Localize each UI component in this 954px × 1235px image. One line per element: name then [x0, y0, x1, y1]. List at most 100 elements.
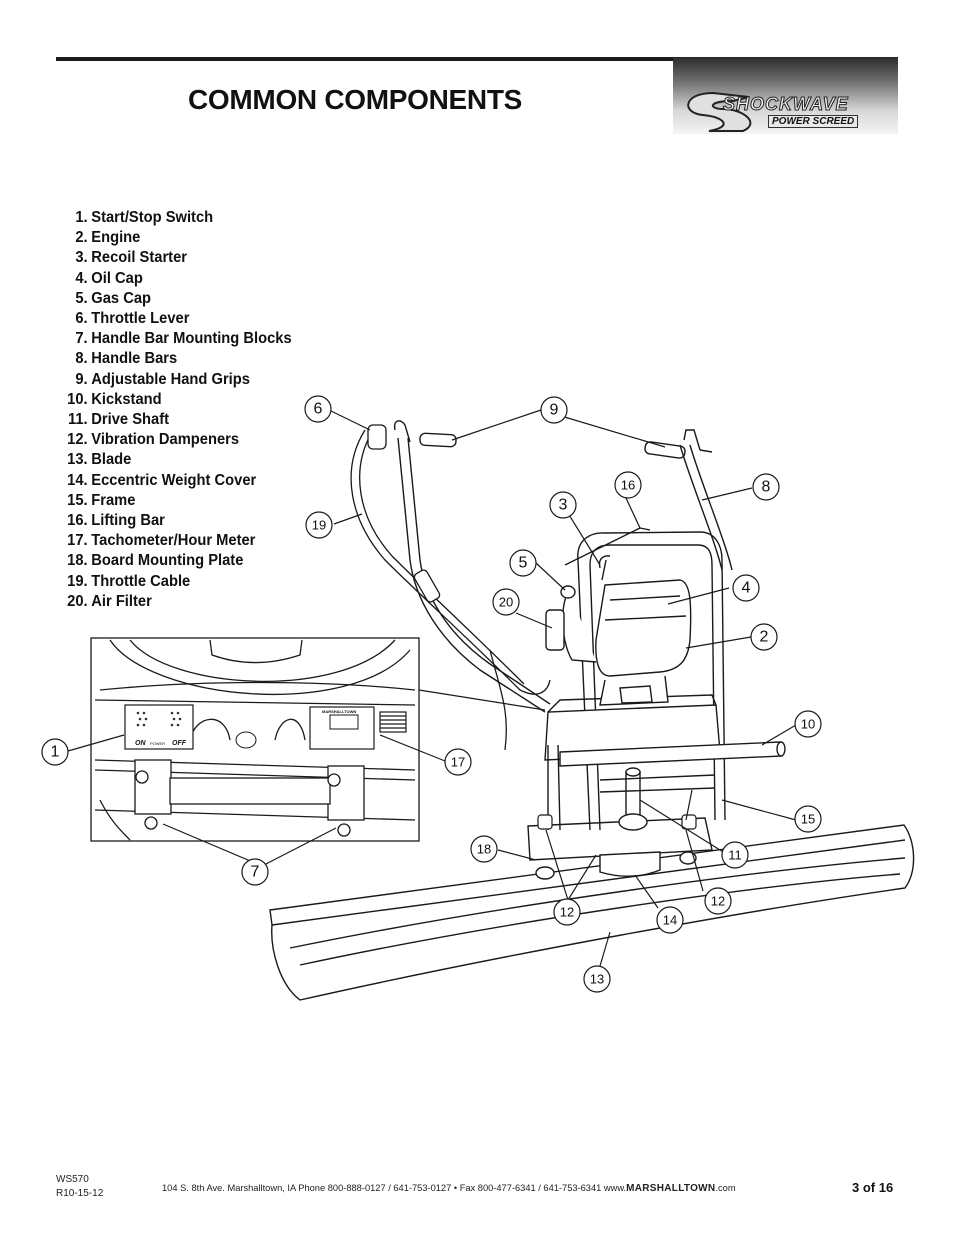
svg-text:5: 5 — [519, 555, 528, 572]
part-label: Vibration Dampeners — [91, 431, 240, 449]
part-number: 7. — [75, 330, 88, 348]
parts-list-item: 19.Throttle Cable — [60, 572, 292, 592]
callouts: 1 2 3 4 5 6 7 8 9 10 11 12 12 13 14 15 1… — [41, 395, 822, 993]
svg-text:6: 6 — [314, 401, 323, 418]
footer-model: WS570 — [56, 1174, 89, 1185]
part-label: Adjustable Hand Grips — [91, 370, 250, 388]
part-label: Oil Cap — [91, 269, 143, 287]
svg-text:11: 11 — [728, 848, 742, 863]
callout-9: 9 — [540, 396, 568, 424]
callout-6: 6 — [304, 395, 332, 423]
mounting-plate — [527, 817, 713, 880]
footer-revision: R10-15-12 — [56, 1188, 104, 1199]
shockwave-logo: SHOCKWAVE POWER SCREED — [673, 57, 898, 134]
logo-swoosh-icon — [687, 91, 752, 132]
callout-14: 14 — [656, 906, 684, 934]
callout-10: 10 — [794, 710, 822, 738]
part-label: Gas Cap — [91, 289, 152, 307]
callout-4: 4 — [732, 574, 760, 602]
callout-19: 19 — [305, 511, 333, 539]
footer-address-text: 104 S. 8th Ave. Marshalltown, IA Phone 8… — [162, 1183, 627, 1193]
meter-brand: MARSHALLTOWN — [322, 709, 356, 714]
part-number: 17. — [67, 532, 88, 550]
parts-list-item: 12.Vibration Dampeners — [60, 430, 292, 450]
callout-2: 2 — [750, 623, 778, 651]
svg-text:17: 17 — [451, 755, 465, 770]
svg-text:10: 10 — [801, 717, 815, 732]
throttle-cable — [350, 424, 551, 751]
part-label: Kickstand — [91, 390, 162, 408]
part-number: 13. — [67, 451, 88, 469]
part-label: Blade — [91, 451, 132, 469]
parts-list-item: 16.Lifting Bar — [60, 511, 292, 531]
svg-text:1: 1 — [51, 744, 60, 761]
parts-list-item: 9.Adjustable Hand Grips — [60, 370, 292, 390]
part-number: 5. — [75, 289, 88, 307]
callout-8: 8 — [752, 473, 780, 501]
callout-15: 15 — [794, 805, 822, 833]
parts-list-item: 20.Air Filter — [60, 592, 292, 612]
parts-list-item: 17.Tachometer/Hour Meter — [60, 531, 292, 551]
callout-13: 13 — [583, 965, 611, 993]
parts-list-item: 8.Handle Bars — [60, 349, 292, 369]
svg-text:7: 7 — [251, 864, 260, 881]
callout-17: 17 — [444, 748, 472, 776]
part-number: 1. — [75, 209, 88, 226]
part-number: 15. — [67, 491, 88, 509]
part-number: 4. — [75, 269, 88, 287]
part-number: 9. — [75, 370, 88, 388]
part-number: 6. — [75, 310, 88, 328]
part-label: Throttle Lever — [91, 310, 190, 328]
part-label: Start/Stop Switch — [91, 209, 214, 226]
callout-18: 18 — [470, 835, 498, 863]
footer-brand: MARSHALLTOWN — [626, 1183, 716, 1194]
part-label: Recoil Starter — [91, 249, 188, 267]
part-number: 12. — [67, 431, 88, 449]
lifting-bar — [564, 527, 651, 581]
part-label: Frame — [91, 491, 136, 509]
part-label: Drive Shaft — [91, 411, 169, 429]
blade — [269, 824, 915, 1001]
parts-list-item: 10.Kickstand — [60, 390, 292, 410]
part-label: Air Filter — [91, 592, 152, 610]
svg-text:13: 13 — [590, 972, 604, 987]
svg-text:15: 15 — [801, 812, 815, 827]
vibration-dampeners — [537, 789, 697, 830]
svg-text:12: 12 — [560, 905, 574, 920]
footer-domain: .com — [715, 1183, 736, 1193]
parts-list-item: 11.Drive Shaft — [60, 410, 292, 430]
svg-text:18: 18 — [477, 842, 491, 857]
svg-text:2: 2 — [760, 629, 769, 646]
parts-list-item: 4.Oil Cap — [60, 269, 292, 289]
svg-text:16: 16 — [621, 478, 635, 493]
part-number: 8. — [75, 350, 88, 368]
handle-bars — [393, 420, 733, 713]
page-number: 3 of 16 — [852, 1180, 894, 1195]
part-label: Engine — [91, 229, 141, 247]
inset-detail: ON POWER OFF MARSHALLTOWN — [90, 637, 420, 842]
callout-20: 20 — [492, 588, 520, 616]
parts-list-item: 2.Engine — [60, 228, 292, 248]
page-title: COMMON COMPONENTS — [188, 84, 523, 115]
part-number: 14. — [67, 471, 88, 489]
parts-list-item: 13.Blade — [60, 450, 292, 470]
parts-list-item: 18.Board Mounting Plate — [60, 551, 292, 571]
callout-3: 3 — [549, 491, 577, 519]
part-number: 10. — [67, 390, 88, 408]
part-label: Lifting Bar — [91, 512, 165, 530]
svg-text:3: 3 — [559, 497, 568, 514]
drive-shaft — [618, 767, 648, 831]
part-number: 3. — [75, 249, 88, 267]
callout-5: 5 — [509, 549, 537, 577]
svg-text:12: 12 — [711, 894, 725, 909]
logo-brand-text: SHOCKWAVE — [723, 94, 849, 115]
callout-16: 16 — [614, 471, 642, 499]
part-label: Eccentric Weight Cover — [91, 471, 257, 489]
callout-1: 1 — [41, 738, 69, 766]
parts-list-item: 15.Frame — [60, 491, 292, 511]
svg-text:4: 4 — [742, 580, 751, 597]
footer-doc-code: WS570 R10-15-12 — [56, 1173, 103, 1201]
part-number: 19. — [67, 572, 88, 590]
